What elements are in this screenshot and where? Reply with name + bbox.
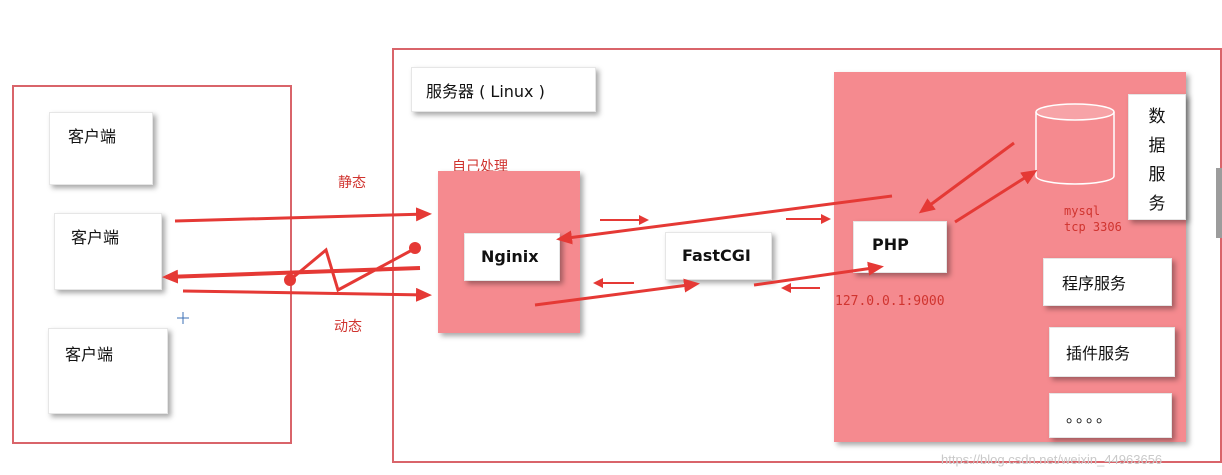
dynamic-label: 动态 — [334, 319, 362, 335]
nginx-box: Nginix — [464, 233, 560, 281]
php-address: 127.0.0.1:9000 — [835, 294, 945, 309]
plugin-service-box: 插件服务 — [1049, 327, 1175, 377]
fastcgi-box: FastCGI — [665, 232, 772, 280]
client-box-1: 客户端 — [49, 112, 153, 185]
php-box: PHP — [853, 221, 947, 273]
data-service-label: 数据服务 — [1148, 107, 1166, 214]
program-service-label: 程序服务 — [1062, 274, 1127, 293]
more-services-label: 。。。。 — [1066, 407, 1115, 426]
more-services-box: 。。。。 — [1049, 393, 1172, 438]
nginx-label: Nginix — [481, 247, 539, 266]
php-label: PHP — [872, 235, 909, 254]
program-service-box: 程序服务 — [1043, 258, 1172, 306]
client-box-3: 客户端 — [48, 328, 168, 414]
database-icon — [1030, 100, 1120, 194]
client-box-2: 客户端 — [54, 213, 162, 290]
server-title-box: 服务器 ( Linux ) — [411, 67, 596, 112]
scrollbar-thumb[interactable] — [1216, 168, 1222, 238]
server-title: 服务器 ( Linux ) — [426, 82, 545, 101]
watermark: https://blog.csdn.net/weixin_44963656 — [941, 452, 1163, 467]
data-service-box: 数据服务 — [1128, 94, 1186, 220]
static-label: 静态 — [338, 175, 366, 191]
mysql-label: mysql tcp 3306 — [1064, 203, 1122, 235]
client-label-3: 客户端 — [65, 345, 114, 364]
plugin-service-label: 插件服务 — [1066, 344, 1131, 363]
client-label-2: 客户端 — [71, 228, 120, 247]
mysql-port: tcp 3306 — [1064, 220, 1122, 234]
client-label-1: 客户端 — [68, 127, 117, 146]
fastcgi-label: FastCGI — [682, 246, 751, 265]
mysql-name: mysql — [1064, 204, 1101, 218]
